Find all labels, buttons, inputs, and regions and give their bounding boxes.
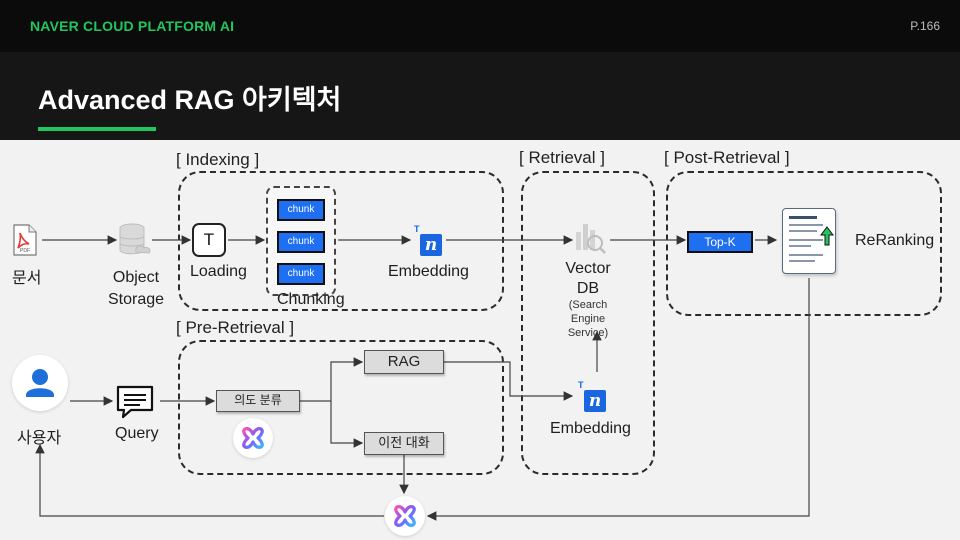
pre-retrieval-section-label: [ Pre-Retrieval ] <box>176 318 295 337</box>
arrow-rag-to-embedding <box>444 361 574 401</box>
indexing-section <box>178 171 504 311</box>
embedding-indexing-label: Embedding <box>388 263 469 280</box>
embedding-retrieval-label: Embedding <box>550 420 631 437</box>
clova-x-logo <box>242 427 264 449</box>
loading-label: Loading <box>190 263 247 280</box>
ncp-embedding-icon-sup: T <box>414 224 420 234</box>
query-label: Query <box>115 425 159 442</box>
svg-text:PDF: PDF <box>20 248 30 254</box>
vector-db-label-line2: DB <box>576 280 600 297</box>
vector-db-sublabel-line2: Engine <box>570 313 606 325</box>
clova-x-icon-final <box>385 496 425 536</box>
vector-db-sublabel-line1: (Search <box>568 299 608 311</box>
indexing-section-label: [ Indexing ] <box>176 150 260 169</box>
arrow-clova-to-user <box>35 443 384 517</box>
vector-db-label-line1: Vector <box>565 260 611 277</box>
object-storage-label: Object Storage <box>102 267 170 311</box>
chunk-group: chunk chunk chunk <box>266 186 336 296</box>
user-silhouette <box>26 369 54 397</box>
ncp-embedding-icon-2: n <box>584 390 606 412</box>
intent-classification-box: 의도 분류 <box>216 390 300 412</box>
reranking-label: ReRanking <box>855 232 935 249</box>
rerank-lines <box>789 216 834 262</box>
top-k-box: Top-K <box>687 231 753 253</box>
vector-db-icon <box>576 224 606 254</box>
arrow-intent-to-conversation <box>330 401 364 448</box>
previous-conversation-box: 이전 대화 <box>364 432 444 455</box>
retrieval-section-label: [ Retrieval ] <box>519 148 605 167</box>
rag-box: RAG <box>364 350 444 374</box>
ncp-embedding-icon-sup-2: T <box>578 380 584 390</box>
clova-x-logo-final <box>394 505 416 527</box>
chunk-3: chunk <box>277 263 325 285</box>
clova-x-icon-pre <box>233 418 273 458</box>
object-storage-label-line1: Object <box>112 269 160 286</box>
user-label: 사용자 <box>17 430 62 447</box>
chunking-label: Chunking <box>277 291 345 308</box>
title-bar <box>0 52 960 140</box>
connector-arrows <box>35 235 810 521</box>
arrow-reranking-to-clova <box>426 278 810 521</box>
object-storage-label-line2: Storage <box>107 291 165 308</box>
chunk-1: chunk <box>277 199 325 221</box>
post-retrieval-section-label: [ Post-Retrieval ] <box>664 148 790 167</box>
post-retrieval-section <box>666 171 942 316</box>
pdf-document-icon: PDF <box>13 224 37 256</box>
vector-db-sublabel: (Search Engine Service) <box>556 298 620 340</box>
retrieval-section <box>521 171 655 475</box>
architecture-diagram: [ Indexing ] [ Pre-Retrieval ] [ Retriev… <box>0 140 960 540</box>
pre-retrieval-section <box>178 340 504 475</box>
arrow-intent-branch <box>300 357 364 402</box>
rerank-document-icon <box>782 208 836 274</box>
brand-label: NAVER CLOUD PLATFORM AI <box>30 18 235 34</box>
page-title: Advanced RAG 아키텍처 <box>38 85 342 115</box>
ncp-embedding-icon: n <box>420 234 442 256</box>
vector-db-sublabel-line3: Service) <box>567 327 609 339</box>
top-bar: NAVER CLOUD PLATFORM AI P.166 <box>0 0 960 52</box>
text-loader-icon: T <box>192 223 226 257</box>
user-icon <box>12 355 68 411</box>
title-underline <box>38 127 156 131</box>
chat-bubble-icon <box>116 385 154 419</box>
page-number: P.166 <box>910 19 940 33</box>
database-cloud-icon <box>119 223 151 255</box>
chunk-2: chunk <box>277 231 325 253</box>
vector-db-label: Vector DB <box>556 259 620 299</box>
document-label: 문서 <box>12 270 42 287</box>
